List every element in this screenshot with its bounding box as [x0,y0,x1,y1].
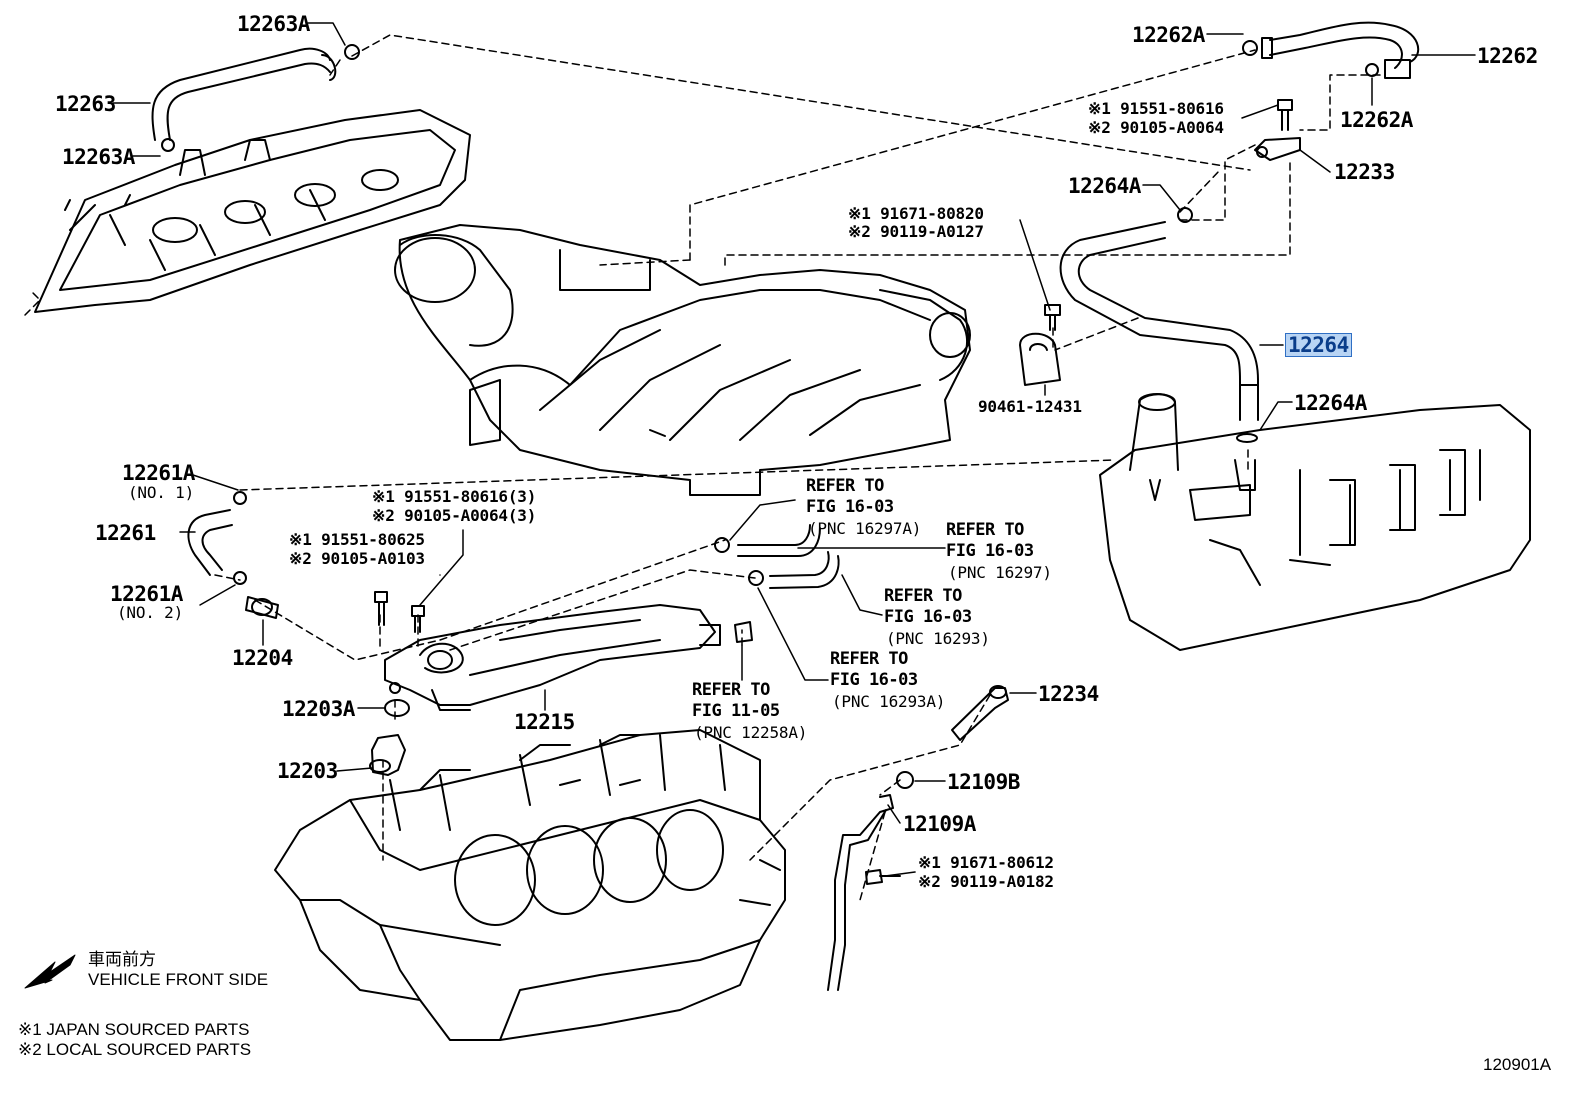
part-label-12264-highlighted[interactable]: 12264 [1285,333,1352,357]
bolt-12233-line1: ※1 91551-80616 [1088,99,1224,118]
part-label-12234[interactable]: 12234 [1038,682,1099,706]
hose-12264 [1059,207,1259,443]
dipstick-parts [827,685,1009,991]
oil-separator-12215 [384,604,721,711]
part-label-12215[interactable]: 12215 [514,710,575,734]
part-label-12203A[interactable]: 12203A [282,697,355,721]
ref2-line3: (PNC 16297) [948,563,1052,582]
leader-lines [112,22,1476,877]
part-label-12233[interactable]: 12233 [1334,160,1395,184]
hose-12262 [1242,21,1420,79]
part-label-12262[interactable]: 12262 [1477,44,1538,68]
ref1-line1: REFER TO [806,476,884,496]
part-label-12261A-no2[interactable]: 12261A [110,582,183,606]
separator-bolts [374,591,425,633]
part-label-12203[interactable]: 12203 [277,759,338,783]
part-label-12263A-bottom[interactable]: 12263A [62,145,135,169]
bolt-12233-line2: ※2 90105-A0064 [1088,118,1224,137]
valve-cover-left [34,109,471,313]
part-label-12263A-top[interactable]: 12263A [237,12,310,36]
ref4-line2[interactable]: FIG 16-03 [830,670,918,690]
bolt-dip-line2: ※2 90119-A0182 [918,872,1054,891]
clamp-90461 [1019,304,1061,386]
pcv-valve-12204 [245,596,279,619]
fittings-12203 [369,699,410,776]
part-label-12261[interactable]: 12261 [95,521,156,545]
part-label-12262A-right[interactable]: 12262A [1340,108,1413,132]
figure-id: 120901A [1483,1055,1552,1074]
ref2-line1: REFER TO [946,520,1024,540]
bolt-a-line2: ※2 90105-A0064(3) [372,506,537,525]
bolt-clamp-line2: ※2 90119-A0127 [848,222,984,241]
bolt-dip-line1: ※1 91671-80612 [918,853,1054,872]
valve-cover-right [1099,393,1531,651]
ref1-line3: (PNC 16297A) [808,519,922,538]
part-label-12204[interactable]: 12204 [232,646,293,670]
part-label-12264A-top[interactable]: 12264A [1068,174,1141,198]
ref3-line1: REFER TO [884,586,962,606]
front-arrow-icon [24,954,76,989]
intake-manifold [394,224,971,496]
bolt-clamp-line1: ※1 91671-80820 [848,204,984,223]
part-label-12261A-no1[interactable]: 12261A [122,461,195,485]
ref5-line1: REFER TO [692,680,770,700]
part-label-12109A[interactable]: 12109A [903,812,976,836]
ref5-line2[interactable]: FIG 11-05 [692,701,780,721]
bolt-a-line1: ※1 91551-80616(3) [372,487,537,506]
engine-block [274,729,786,1041]
no2-note: (NO. 2) [117,603,184,622]
bolt-b-line2: ※2 90105-A0103 [289,549,425,568]
hose-12261 [187,491,247,585]
part-label-12263[interactable]: 12263 [55,92,116,116]
legend-local-sourced: ※2 LOCAL SOURCED PARTS [18,1040,252,1059]
bolt-bracket-12233 [1254,99,1301,161]
vehicle-front-en: VEHICLE FRONT SIDE [88,970,269,989]
part-label-12262A-top[interactable]: 12262A [1132,23,1205,47]
ref1-line2[interactable]: FIG 16-03 [806,497,894,517]
no1-note: (NO. 1) [128,483,195,502]
ref3-line3: (PNC 16293) [886,629,990,648]
ref4-line1: REFER TO [830,649,908,669]
legend-japan-sourced: ※1 JAPAN SOURCED PARTS [18,1020,250,1039]
part-label-90461-12431[interactable]: 90461-12431 [978,397,1082,416]
ref3-line2[interactable]: FIG 16-03 [884,607,972,627]
ref5-line3: (PNC 12258A) [694,723,808,742]
reference-lines [24,34,1381,901]
vehicle-front-jp: 車両前方 [88,950,156,969]
hose-12263 [151,44,360,152]
part-label-12109B[interactable]: 12109B [947,770,1020,794]
part-label-12264A-low[interactable]: 12264A [1294,391,1367,415]
ref2-line2[interactable]: FIG 16-03 [946,541,1034,561]
ref4-line3: (PNC 16293A) [832,692,946,711]
bolt-b-line1: ※1 91551-80625 [289,530,425,549]
